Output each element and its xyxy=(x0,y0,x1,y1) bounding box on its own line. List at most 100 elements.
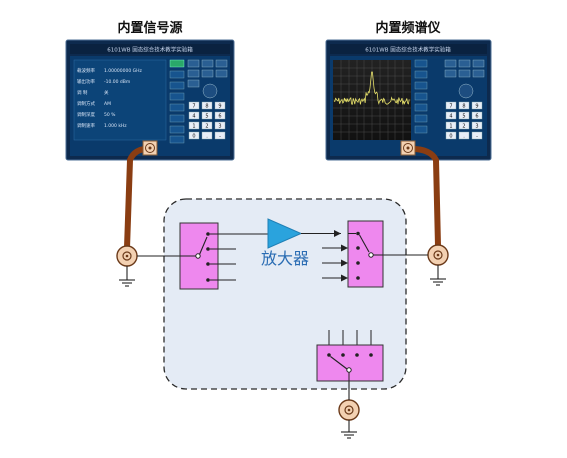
keypad-key[interactable] xyxy=(471,121,483,130)
softkey[interactable] xyxy=(414,114,428,123)
function-key[interactable] xyxy=(458,69,471,78)
softkey[interactable] xyxy=(169,103,185,112)
softkey[interactable] xyxy=(169,114,185,123)
function-key[interactable] xyxy=(472,59,485,68)
keypad-key[interactable] xyxy=(445,131,457,140)
softkey[interactable] xyxy=(169,59,185,68)
spectrum-analyzer-title: 内置频谱仪 xyxy=(375,20,441,36)
keypad-key[interactable] xyxy=(214,121,226,130)
keypad-key-label: 3 xyxy=(475,124,478,130)
function-key[interactable] xyxy=(187,79,200,88)
softkey[interactable] xyxy=(414,92,428,101)
function-key[interactable] xyxy=(187,69,200,78)
keypad-key-label: 6 xyxy=(218,114,221,120)
keypad-key[interactable] xyxy=(214,101,226,110)
softkey[interactable] xyxy=(414,125,428,134)
param-label: 输出功率 xyxy=(77,78,95,85)
signal-source-title: 内置信号源 xyxy=(117,20,182,36)
keypad-key-label: 9 xyxy=(218,104,221,110)
keypad-key-label: . xyxy=(206,134,208,140)
output-sma-connector[interactable] xyxy=(427,244,449,266)
keypad-key-label: 4 xyxy=(449,114,452,120)
keypad-key[interactable] xyxy=(201,121,213,130)
keypad-key[interactable] xyxy=(214,111,226,120)
keypad-key-label: 6 xyxy=(475,114,478,120)
output-ground-symbol xyxy=(430,265,446,286)
bottom-selector-switch[interactable] xyxy=(316,330,384,382)
keypad-key[interactable] xyxy=(188,101,200,110)
keypad-key-label: 5 xyxy=(205,114,208,120)
keypad-key[interactable] xyxy=(188,111,200,120)
keypad-key[interactable] xyxy=(471,111,483,120)
keypad-key-label: 2 xyxy=(462,124,465,130)
keypad-key-label: 0 xyxy=(192,134,195,140)
function-key[interactable] xyxy=(472,69,485,78)
softkey[interactable] xyxy=(414,81,428,90)
input-ground-symbol xyxy=(119,266,135,287)
softkey[interactable] xyxy=(414,103,428,112)
keypad-key[interactable] xyxy=(445,101,457,110)
keypad-key-label: 2 xyxy=(205,124,208,130)
nav-wheel[interactable] xyxy=(458,83,474,99)
nav-wheel[interactable] xyxy=(202,83,218,99)
keypad-key[interactable] xyxy=(445,111,457,120)
keypad-key-label: 7 xyxy=(192,104,195,110)
param-label: 调制速率 xyxy=(77,122,95,129)
keypad-key[interactable] xyxy=(188,121,200,130)
keypad-key[interactable] xyxy=(471,131,483,140)
input-selector-switch[interactable] xyxy=(179,222,236,290)
function-key[interactable] xyxy=(444,59,457,68)
softkey[interactable] xyxy=(169,81,185,90)
keypad-key[interactable] xyxy=(201,101,213,110)
signal-source-func-keys xyxy=(187,59,228,99)
param-value: 关 xyxy=(104,89,109,96)
keypad-key[interactable] xyxy=(188,131,200,140)
keypad-key[interactable] xyxy=(458,131,470,140)
keypad-key-label: 5 xyxy=(462,114,465,120)
param-label: 载波频率 xyxy=(77,67,95,74)
param-label: 调 制 xyxy=(77,89,88,96)
keypad-key[interactable] xyxy=(458,121,470,130)
softkey[interactable] xyxy=(414,70,428,79)
function-key[interactable] xyxy=(458,59,471,68)
function-key[interactable] xyxy=(187,59,200,68)
signal-source-rf-connector[interactable] xyxy=(142,140,158,156)
amplifier-symbol xyxy=(236,218,341,249)
keypad-key[interactable] xyxy=(214,131,226,140)
keypad-key[interactable] xyxy=(445,121,457,130)
function-key[interactable] xyxy=(444,69,457,78)
keypad-key-label: 7 xyxy=(449,104,452,110)
keypad-key[interactable] xyxy=(458,111,470,120)
keypad-key-label: - xyxy=(219,134,221,140)
input-sma-connector[interactable] xyxy=(116,245,138,267)
softkey[interactable] xyxy=(169,92,185,101)
softkey[interactable] xyxy=(169,70,185,79)
spectrum-analyzer-instrument: 6101WB 固态综合技术教学实验箱 xyxy=(325,39,492,161)
softkey[interactable] xyxy=(169,125,185,134)
keypad-key[interactable] xyxy=(201,111,213,120)
param-value: 50 % xyxy=(104,112,116,118)
param-value: 1.00000000 GHz xyxy=(104,68,142,74)
function-key[interactable] xyxy=(215,69,228,78)
bottom-sma-connector[interactable] xyxy=(338,399,360,421)
spectrum-analyzer-rf-connector[interactable] xyxy=(400,140,416,156)
function-key[interactable] xyxy=(201,59,214,68)
function-key[interactable] xyxy=(201,69,214,78)
amplifier-label: 放大器 xyxy=(261,249,309,268)
function-key[interactable] xyxy=(215,59,228,68)
signal-source-softkeys xyxy=(169,59,185,134)
keypad-key-label: 0 xyxy=(449,134,452,140)
enter-key[interactable] xyxy=(169,135,185,144)
keypad-key[interactable] xyxy=(458,101,470,110)
spectrum-display xyxy=(333,60,411,140)
spectrum-analyzer-window-title: 6101WB 固态综合技术教学实验箱 xyxy=(365,46,451,54)
experiment-board xyxy=(163,198,407,390)
keypad-key-label: - xyxy=(476,134,478,140)
spectrum-analyzer-func-keys xyxy=(414,59,485,134)
keypad-key[interactable] xyxy=(201,131,213,140)
keypad-key[interactable] xyxy=(471,101,483,110)
softkey[interactable] xyxy=(414,59,428,68)
output-selector-switch[interactable] xyxy=(322,220,384,288)
